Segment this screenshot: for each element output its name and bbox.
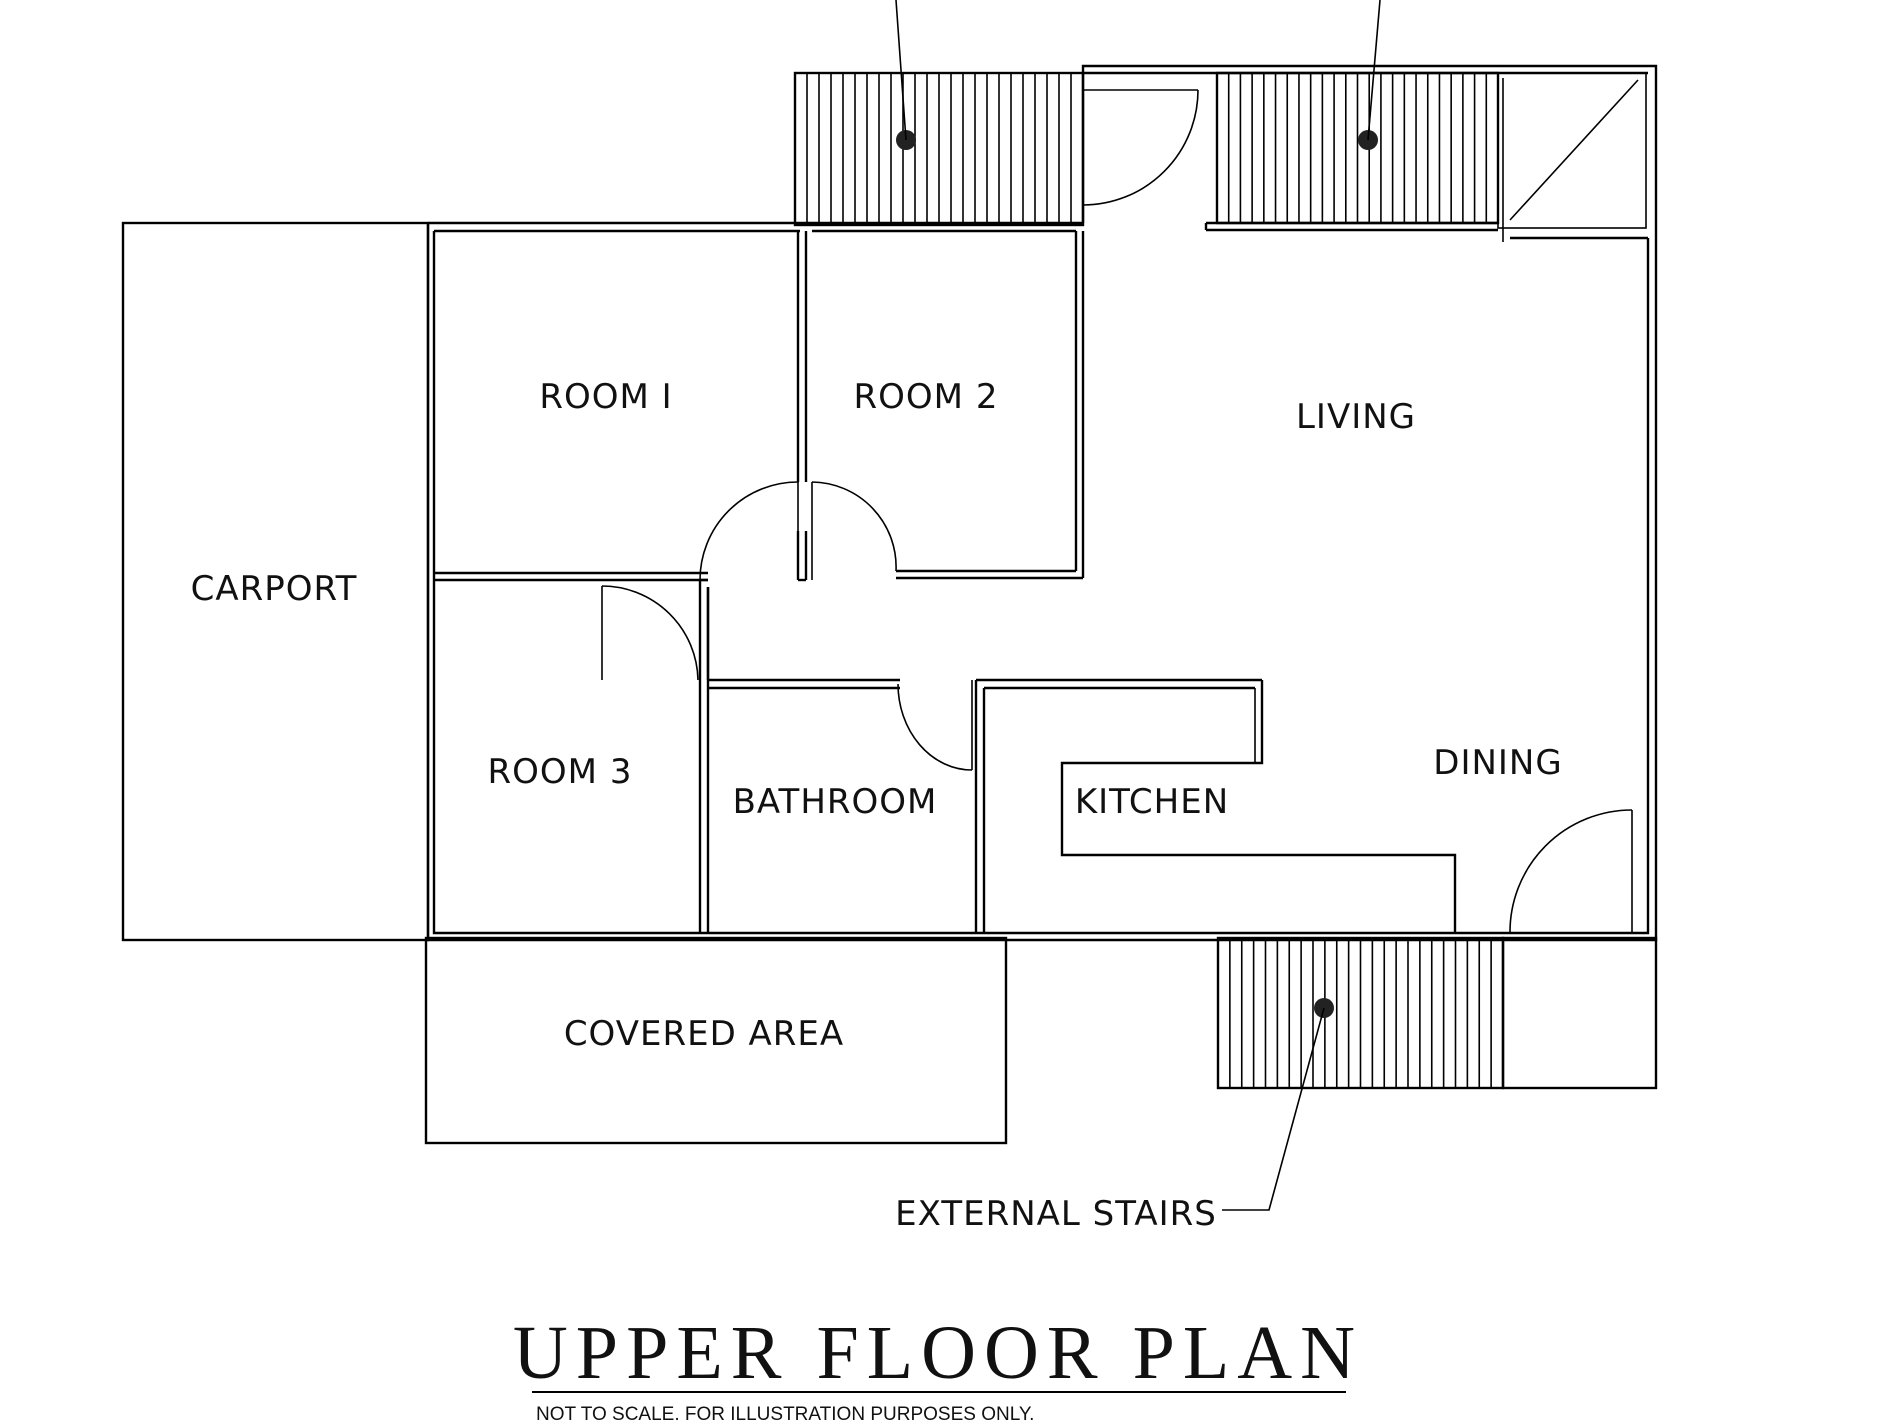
room-2-label: ROOM 2 — [854, 377, 999, 417]
plan-title: UPPER FLOOR PLAN — [513, 1311, 1363, 1395]
living-label: LIVING — [1296, 397, 1416, 437]
external-stairs-callout: EXTERNAL STAIRS — [895, 1194, 1217, 1234]
bathroom-label: BATHROOM — [733, 782, 938, 822]
house-outer-walls — [426, 64, 1658, 942]
dining-label: DINING — [1433, 743, 1562, 783]
room-3-label: ROOM 3 — [488, 752, 633, 792]
kitchen-label: KITCHEN — [1075, 782, 1229, 822]
external-stairs — [1216, 936, 1658, 1211]
stairs-top-left — [793, 0, 1085, 227]
covered-area-outline — [424, 936, 1008, 1145]
carport-label: CARPORT — [191, 569, 358, 609]
covered-area-label: COVERED AREA — [564, 1014, 844, 1054]
room-1-label: ROOM I — [539, 377, 672, 417]
interior-walls — [434, 229, 1457, 933]
stairs-top-right — [1204, 0, 1647, 242]
scale-note: NOT TO SCALE. FOR ILLUSTRATION PURPOSES … — [536, 1404, 1034, 1425]
